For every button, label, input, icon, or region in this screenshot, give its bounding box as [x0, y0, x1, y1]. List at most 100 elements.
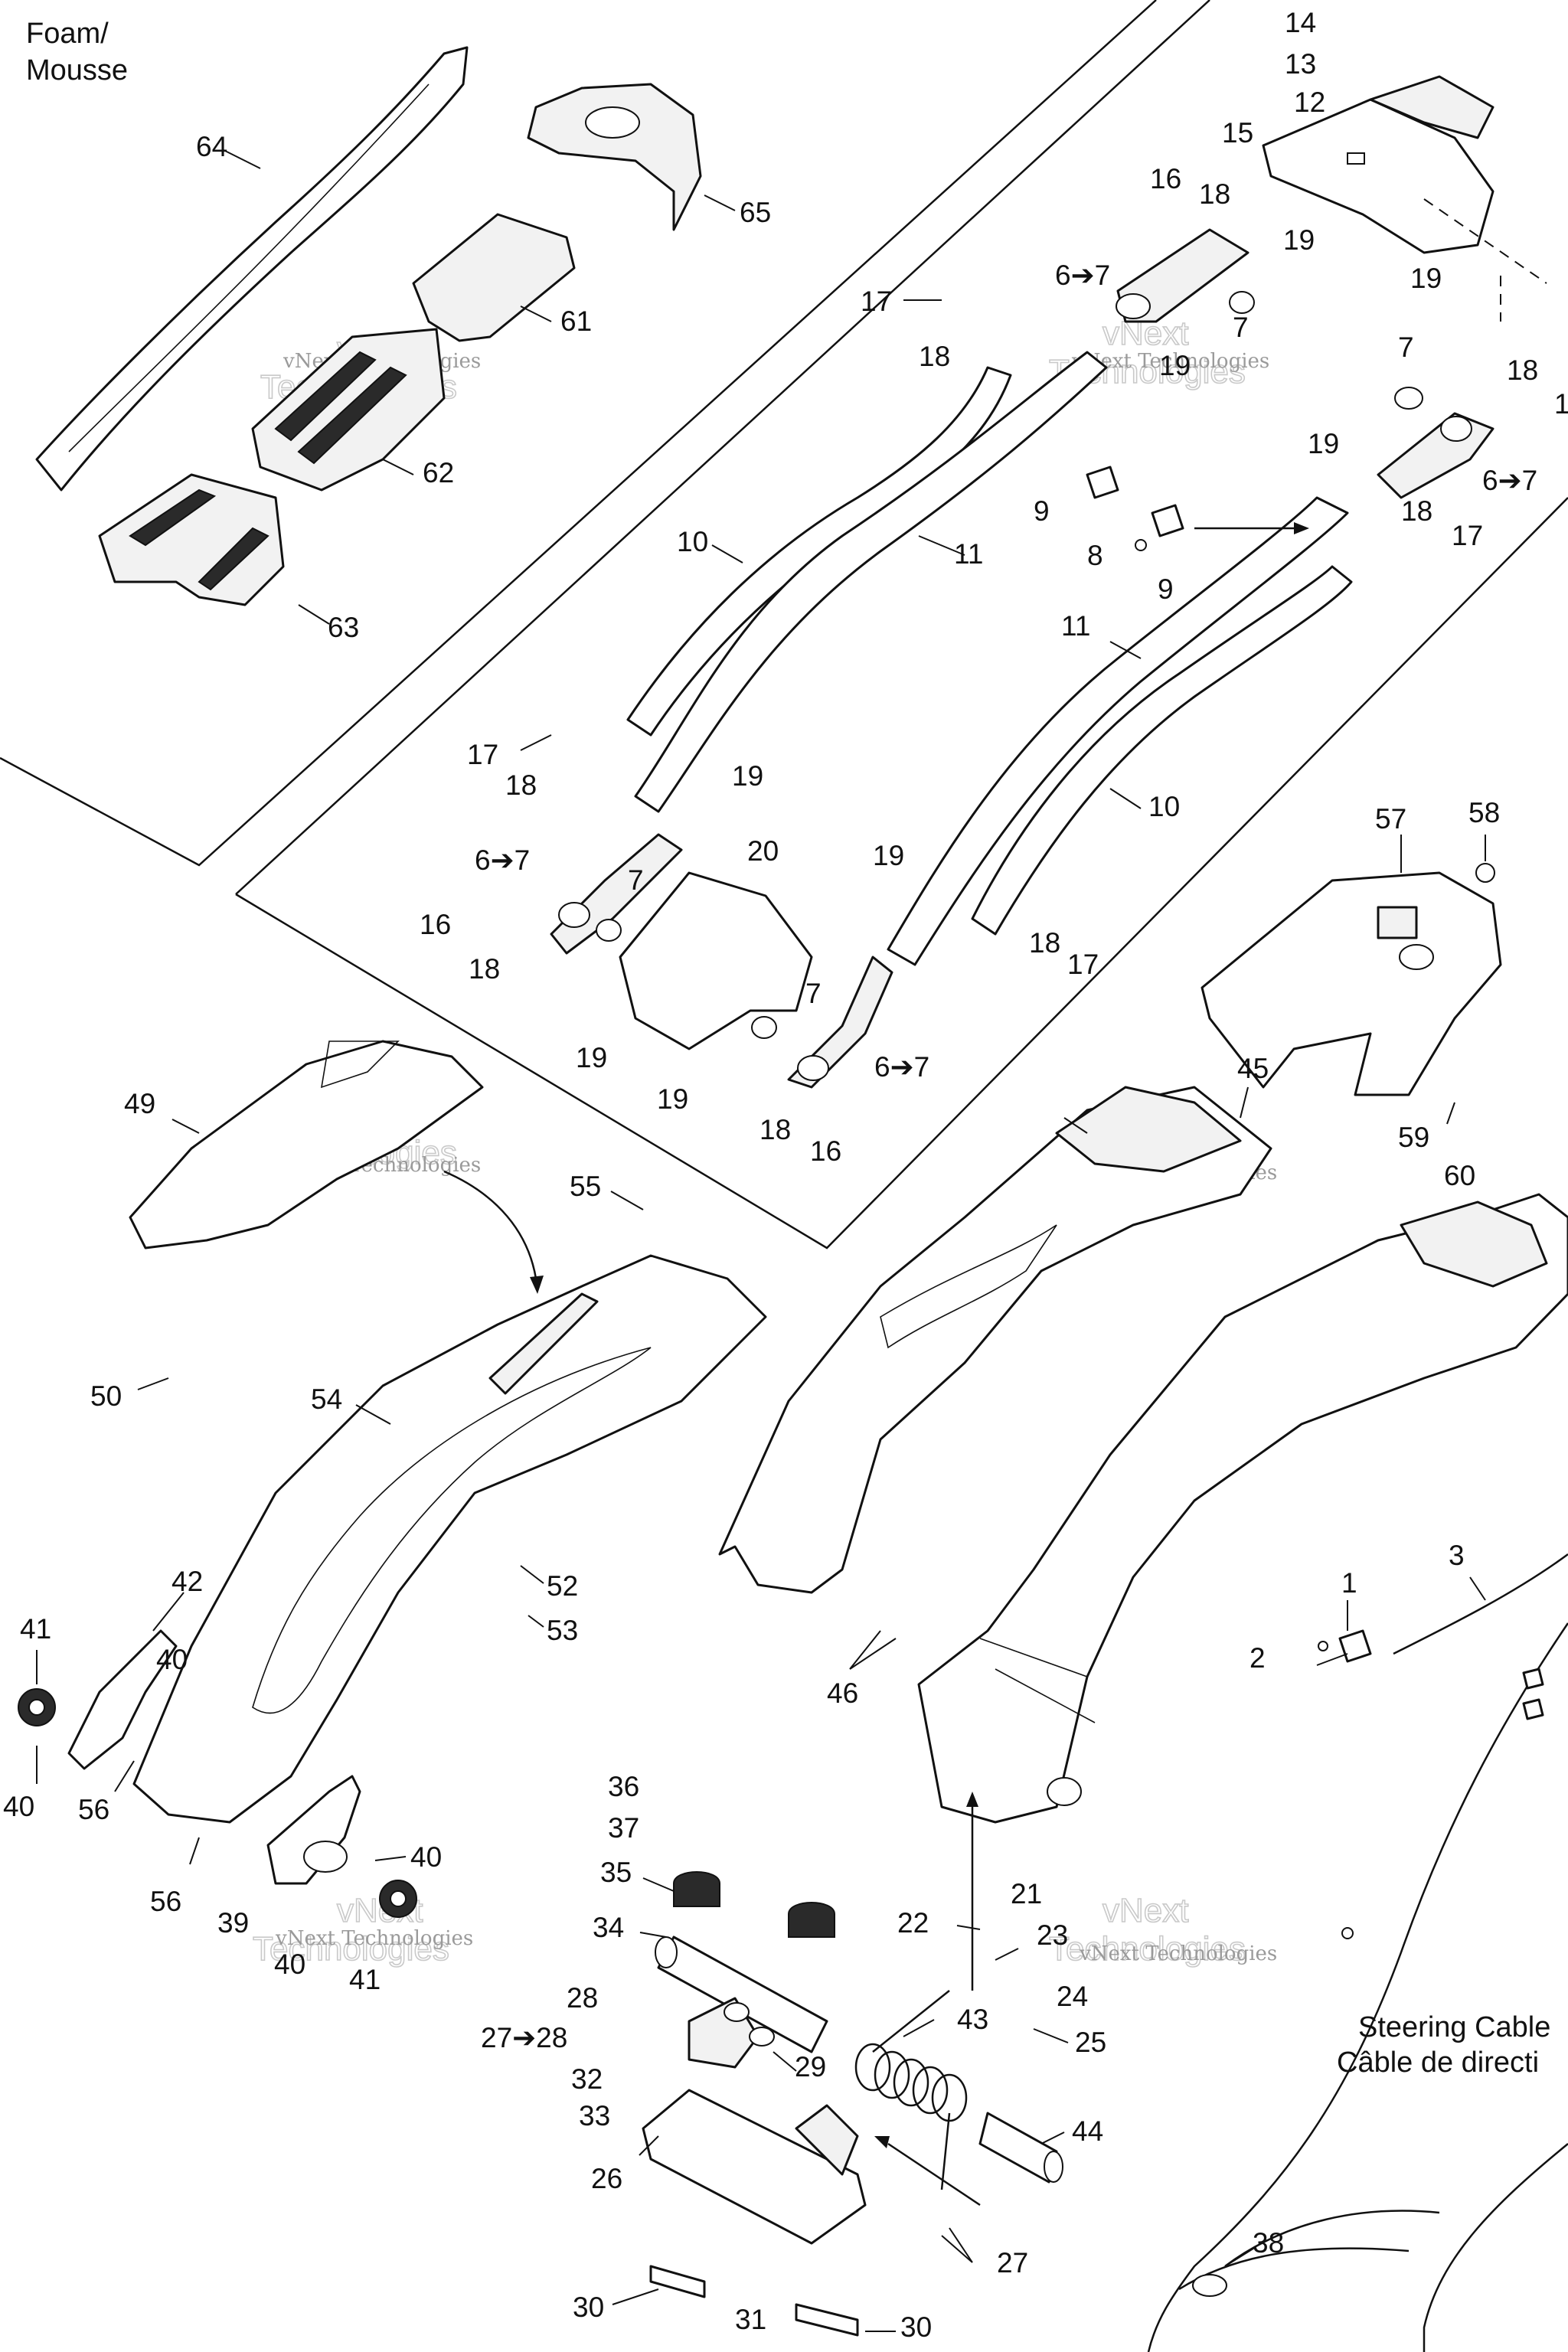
callout-12: 12 [1294, 87, 1325, 118]
foam-insert-61-part [412, 213, 576, 342]
callout-1: 1 [1554, 388, 1568, 420]
callout-9: 9 [1158, 573, 1174, 605]
main-shroud-54 [132, 1254, 767, 1824]
pole-sleeve-10a [626, 366, 1012, 737]
callout-6-7: 6➔7 [475, 844, 530, 876]
section-dividers [0, 0, 1568, 1250]
callout-46: 46 [827, 1677, 858, 1709]
callout-9: 9 [1034, 495, 1050, 527]
callout-40: 40 [3, 1791, 34, 1822]
callout-17: 17 [467, 739, 498, 770]
callout-39: 39 [217, 1907, 249, 1939]
right-frame [917, 1193, 1568, 1991]
callout-18: 18 [760, 1114, 791, 1145]
shroud-parts [18, 1040, 767, 1918]
foam-63-part [98, 473, 285, 606]
callout-45: 45 [1237, 1053, 1269, 1084]
callout-35: 35 [600, 1857, 632, 1888]
callout-33: 33 [579, 2100, 610, 2132]
callout-61: 61 [560, 305, 592, 337]
callout-27: 27 [997, 2247, 1028, 2278]
steering-cable-path [1393, 1553, 1568, 1655]
callout-17: 17 [861, 286, 892, 317]
foam-parts [35, 46, 702, 606]
callout-42: 42 [172, 1566, 203, 1597]
callout-18: 18 [1199, 178, 1230, 210]
callout-40: 40 [274, 1949, 305, 1980]
hood-57-part [1200, 871, 1502, 1096]
callout-6-7: 6➔7 [874, 1051, 929, 1083]
watermark-small: vNext Technologies [1079, 1942, 1277, 1965]
pole-sleeve-10b [971, 565, 1353, 936]
pole-clamp-lower-right [787, 956, 893, 1089]
callout-18: 18 [919, 341, 950, 372]
center-frame-45 [718, 1086, 1272, 1594]
callout-6-7: 6➔7 [1482, 465, 1537, 496]
callout-19: 19 [1410, 263, 1442, 294]
callout-30: 30 [573, 2292, 604, 2323]
callout-23: 23 [1037, 1919, 1068, 1951]
callout-24: 24 [1057, 1981, 1088, 2012]
callout-41: 41 [20, 1613, 51, 1645]
callout-57: 57 [1375, 803, 1406, 835]
callout-40: 40 [410, 1841, 442, 1873]
pole-cover-20 [619, 871, 813, 1050]
callout-16: 16 [810, 1135, 841, 1167]
clamp-35b [788, 1902, 835, 1938]
callout-31: 31 [735, 2304, 766, 2335]
callout-1: 1 [1341, 1567, 1357, 1599]
callout-7: 7 [1233, 312, 1249, 343]
foam-block-65-part [527, 83, 702, 231]
callout-40: 40 [156, 1644, 188, 1675]
watermark-line1: vNext [1102, 1892, 1188, 1929]
pole-tube-11a [634, 351, 1108, 813]
callout-56: 56 [150, 1886, 181, 1917]
watermark-line2: Technologies [253, 1930, 449, 1968]
steering-cable-label-en: Steering Cable [1358, 2011, 1550, 2043]
callout-37: 37 [608, 1812, 639, 1844]
callout-49: 49 [124, 1088, 155, 1119]
plate-30b [795, 2303, 859, 2337]
callout-26: 26 [591, 2163, 622, 2194]
callout-6-7: 6➔7 [1055, 260, 1110, 291]
callout-8: 8 [1087, 540, 1103, 571]
leader-lines [36, 149, 1486, 2332]
callout-15: 15 [1222, 117, 1253, 149]
callout-16: 16 [420, 909, 451, 940]
center-frame [718, 1086, 1272, 1594]
callout-17: 17 [1452, 520, 1483, 551]
mousse-label: Mousse [26, 54, 128, 87]
callout-11: 11 [1061, 610, 1090, 642]
callout-10: 10 [1148, 791, 1180, 822]
callout-43: 43 [957, 2004, 988, 2035]
callout-17: 17 [1067, 949, 1099, 980]
callout-53: 53 [547, 1615, 578, 1646]
callout-62: 62 [423, 457, 454, 488]
callout-10: 10 [677, 526, 708, 557]
base-plate-26 [642, 2089, 867, 2245]
callout-16: 16 [1150, 163, 1181, 194]
pole-tube-11b [887, 496, 1349, 966]
steering-cable [1147, 1553, 1568, 2352]
clip-9b [1151, 504, 1184, 537]
callout-labels: 14 13 12 15 16 18 19 19 6➔7 7 17 18 19 7… [3, 7, 1568, 2343]
callout-29: 29 [795, 2051, 826, 2082]
callout-64: 64 [196, 131, 227, 162]
callout-27-28: 27➔28 [481, 2022, 567, 2053]
clip-1 [1338, 1629, 1372, 1663]
callout-22: 22 [897, 1907, 929, 1939]
plate-30a [649, 2265, 706, 2298]
pole-clamp-right [1377, 412, 1494, 499]
callout-19: 19 [576, 1042, 607, 1073]
callout-25: 25 [1075, 2027, 1106, 2058]
callout-7: 7 [805, 978, 822, 1009]
callout-14: 14 [1285, 7, 1316, 38]
callout-3: 3 [1449, 1540, 1465, 1571]
callout-50: 50 [90, 1380, 122, 1412]
side-panel-42 [67, 1629, 178, 1770]
clip-9a [1086, 466, 1119, 499]
callout-19: 19 [1283, 224, 1315, 256]
watermark-line2: Technologies [1049, 1930, 1246, 1968]
clamp-35a [673, 1871, 720, 1907]
